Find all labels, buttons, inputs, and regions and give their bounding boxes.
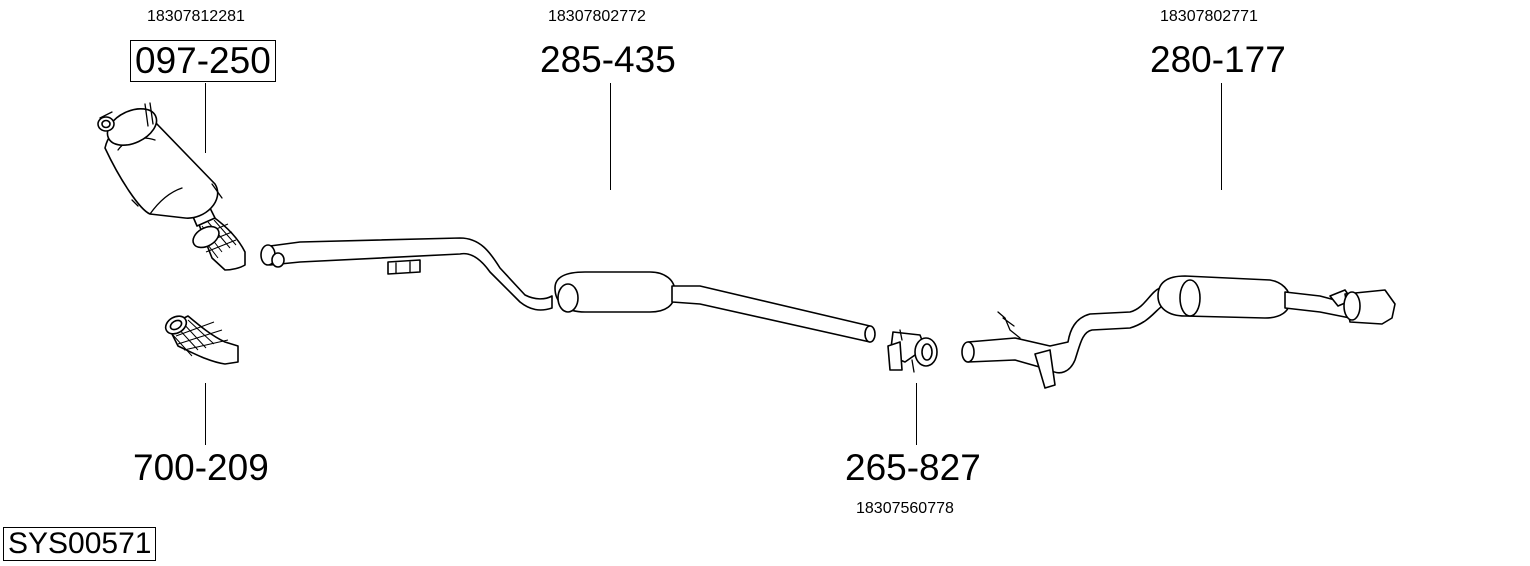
- oe-number-p1: 18307812281: [147, 8, 245, 25]
- system-code: SYS00571: [3, 527, 157, 561]
- part-drawing-centre-silencer[interactable]: [260, 237, 876, 343]
- leader-line-p5: [916, 383, 917, 445]
- leader-line-p2: [610, 83, 611, 190]
- part-number-p4[interactable]: 700-209: [133, 447, 269, 488]
- part-drawing-pipe-clamp[interactable]: [887, 329, 938, 373]
- part-number-p1[interactable]: 097-250: [130, 40, 276, 82]
- leader-line-p3: [1221, 83, 1222, 190]
- oe-number-p3: 18307802771: [1160, 8, 1258, 25]
- leader-line-p4: [205, 383, 206, 445]
- part-drawing-flexible-pipe[interactable]: [162, 313, 239, 365]
- part-drawing-rear-silencer[interactable]: [961, 275, 1396, 389]
- part-drawing-diesel-particulate-filter[interactable]: [97, 102, 246, 271]
- oe-number-p5: 18307560778: [856, 500, 954, 517]
- oe-number-p2: 18307802772: [548, 8, 646, 25]
- part-number-p2[interactable]: 285-435: [540, 39, 676, 80]
- part-number-p5[interactable]: 265-827: [845, 447, 981, 488]
- part-number-p3[interactable]: 280-177: [1150, 39, 1286, 80]
- leader-line-p1: [205, 83, 206, 153]
